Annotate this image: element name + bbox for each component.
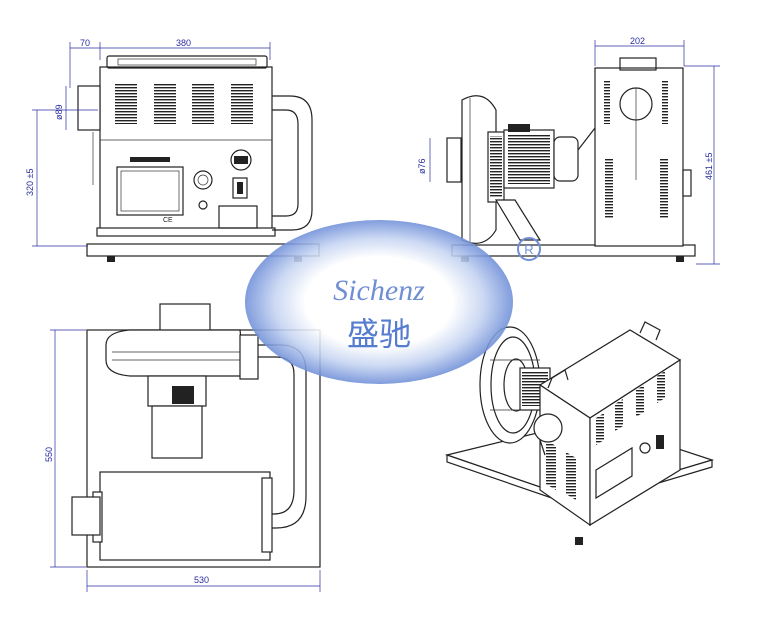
dim-side-width: 202 bbox=[630, 36, 645, 46]
isometric-view bbox=[444, 321, 715, 545]
side-view: R 202 ø76 461 ±5 bbox=[417, 36, 720, 265]
front-vent-2 bbox=[154, 84, 176, 124]
dim-front-offset: 70 bbox=[80, 38, 90, 48]
dim-front-width: 380 bbox=[176, 38, 191, 48]
dim-side-height: 461 ±5 bbox=[704, 153, 714, 180]
dim-front-pipe-dia: ø89 bbox=[54, 104, 64, 120]
dim-top-width: 530 bbox=[194, 575, 209, 585]
front-elbow-pipe bbox=[272, 95, 313, 231]
watermark-brand-cn: 盛驰 bbox=[347, 315, 411, 353]
watermark-brand: Sichenz bbox=[333, 274, 425, 307]
front-vent-3 bbox=[192, 84, 214, 124]
registered-mark: R bbox=[524, 242, 533, 257]
watermark-ellipse bbox=[245, 220, 513, 384]
top-blower bbox=[105, 329, 246, 377]
front-display bbox=[116, 166, 184, 216]
top-motor bbox=[151, 405, 203, 459]
front-switch bbox=[232, 177, 248, 199]
side-base-plate bbox=[451, 244, 696, 257]
front-view: CE 70 380 ø89 320 ±5 bbox=[25, 38, 320, 262]
front-vent-1 bbox=[115, 84, 137, 124]
dim-front-height: 320 ±5 bbox=[25, 169, 35, 196]
front-nozzle bbox=[77, 85, 101, 131]
front-indicator bbox=[230, 149, 252, 171]
top-view: 550 530 bbox=[44, 303, 321, 592]
dim-top-depth: 550 bbox=[44, 447, 54, 462]
front-vent-4 bbox=[231, 84, 253, 124]
top-cabinet bbox=[99, 471, 271, 561]
ce-mark: CE bbox=[163, 217, 173, 224]
watermark: Sichenz 盛驰 bbox=[245, 220, 513, 384]
front-knob bbox=[193, 170, 213, 190]
dim-side-pipe-dia: ø76 bbox=[417, 158, 427, 174]
front-handle bbox=[106, 55, 268, 69]
